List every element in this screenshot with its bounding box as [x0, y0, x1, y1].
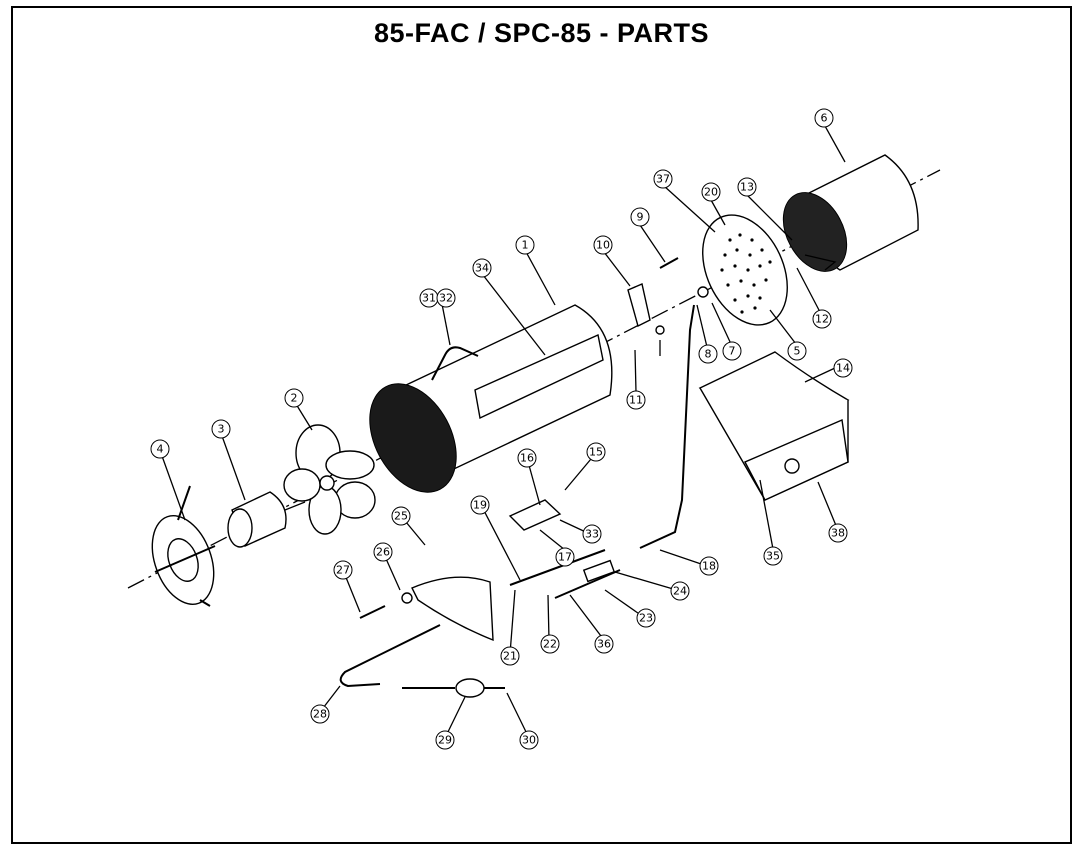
svg-text:13: 13 [740, 181, 754, 194]
svg-text:24: 24 [673, 585, 687, 598]
callout-14: 14 [833, 358, 853, 378]
callout-19: 19 [470, 495, 490, 515]
callout-8: 8 [698, 344, 718, 364]
callout-20: 20 [701, 182, 721, 202]
callout-30: 30 [519, 730, 539, 750]
callout-2: 2 [284, 388, 304, 408]
svg-text:10: 10 [596, 239, 610, 252]
svg-text:34: 34 [475, 262, 489, 275]
base-tray [698, 351, 850, 501]
svg-text:1: 1 [522, 239, 529, 252]
grommet [401, 592, 413, 604]
svg-text:22: 22 [543, 638, 557, 651]
svg-text:9: 9 [637, 211, 644, 224]
svg-text:6: 6 [821, 112, 828, 125]
svg-text:23: 23 [639, 612, 653, 625]
svg-text:11: 11 [629, 394, 643, 407]
callout-7: 7 [722, 341, 742, 361]
callout-22: 22 [540, 634, 560, 654]
svg-text:36: 36 [597, 638, 611, 651]
callout-21: 21 [500, 646, 520, 666]
svg-text:25: 25 [394, 510, 408, 523]
callout-26: 26 [373, 542, 393, 562]
callout-23: 23 [636, 608, 656, 628]
leader-lines [161, 125, 846, 739]
svg-text:33: 33 [585, 528, 599, 541]
svg-text:19: 19 [473, 499, 487, 512]
svg-text:29: 29 [438, 734, 452, 747]
small-fittings [627, 257, 709, 335]
pin [359, 605, 386, 619]
callout-10: 10 [593, 235, 613, 255]
svg-text:2: 2 [291, 392, 298, 405]
callout-33: 33 [582, 524, 602, 544]
burner-plate [702, 214, 788, 326]
callout-28: 28 [310, 704, 330, 724]
svg-text:18: 18 [702, 560, 716, 573]
callout-27: 27 [333, 560, 353, 580]
access-panel [411, 576, 494, 642]
callout-34: 34 [472, 258, 492, 278]
svg-text:20: 20 [704, 186, 718, 199]
svg-text:17: 17 [558, 551, 572, 564]
fan-blade [283, 424, 376, 535]
svg-text:5: 5 [794, 345, 801, 358]
svg-text:35: 35 [766, 550, 780, 563]
callout-17: 17 [555, 547, 575, 567]
callouts: 1 2 3 4 5 6 7 8 9 10 11 12 13 14 15 16 1… [150, 108, 853, 750]
svg-text:8: 8 [705, 348, 712, 361]
svg-text:37: 37 [656, 173, 670, 186]
svg-text:3: 3 [218, 423, 225, 436]
callout-32: 32 [436, 288, 456, 308]
callout-13: 13 [737, 177, 757, 197]
callout-12: 12 [812, 309, 832, 329]
svg-text:28: 28 [313, 708, 327, 721]
callout-38: 38 [828, 523, 848, 543]
svg-text:30: 30 [522, 734, 536, 747]
callout-3: 3 [211, 419, 231, 439]
svg-text:7: 7 [729, 345, 736, 358]
outer-shell [369, 304, 613, 493]
callout-29: 29 [435, 730, 455, 750]
svg-text:32: 32 [439, 292, 453, 305]
callout-16: 16 [517, 448, 537, 468]
svg-text:16: 16 [520, 452, 534, 465]
callout-11: 11 [626, 390, 646, 410]
callout-6: 6 [814, 108, 834, 128]
hose-regulator [339, 624, 505, 698]
callout-35: 35 [763, 546, 783, 566]
page-title: 85-FAC / SPC-85 - PARTS [373, 18, 710, 48]
gas-line [639, 304, 695, 549]
callout-31: 31 [419, 288, 439, 308]
callout-18: 18 [699, 556, 719, 576]
svg-text:12: 12 [815, 313, 829, 326]
gas-valve-assembly [509, 549, 621, 599]
callout-15: 15 [586, 442, 606, 462]
svg-text:21: 21 [503, 650, 517, 663]
svg-text:27: 27 [336, 564, 350, 577]
svg-text:15: 15 [589, 446, 603, 459]
callout-24: 24 [670, 581, 690, 601]
svg-text:31: 31 [422, 292, 436, 305]
handle [431, 346, 479, 381]
svg-text:14: 14 [836, 362, 850, 375]
callout-5: 5 [787, 341, 807, 361]
rear-shell [782, 154, 919, 272]
callout-9: 9 [630, 207, 650, 227]
callout-36: 36 [594, 634, 614, 654]
callout-37: 37 [653, 169, 673, 189]
fan-guard [151, 485, 216, 607]
svg-text:26: 26 [376, 546, 390, 559]
svg-text:38: 38 [831, 527, 845, 540]
control-box [508, 499, 562, 531]
callout-1: 1 [515, 235, 535, 255]
svg-text:4: 4 [157, 443, 164, 456]
callout-25: 25 [391, 506, 411, 526]
callout-4: 4 [150, 439, 170, 459]
motor [227, 491, 306, 548]
